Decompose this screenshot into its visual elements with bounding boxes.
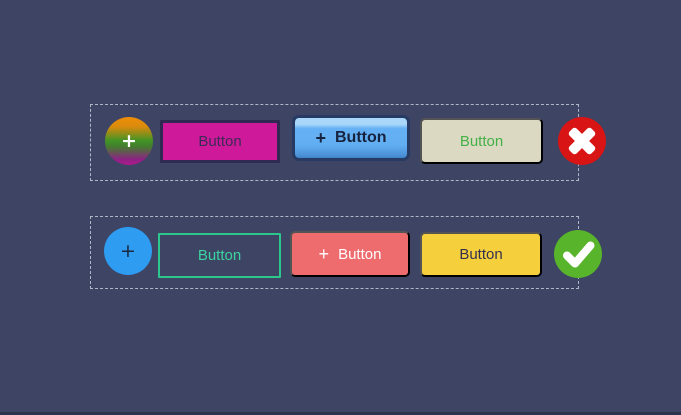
outline-button[interactable]: Button [158,233,281,278]
outline-button-label: Button [197,247,242,264]
beige-button-label: Button [459,132,504,150]
plus-icon: + [120,240,136,262]
error-badge [558,117,606,165]
magenta-button[interactable]: Button [160,120,280,163]
blue-fab-button[interactable]: + [104,227,152,275]
salmon-button[interactable]: + Button [290,231,410,277]
gradient-fab-button[interactable]: + [105,117,153,165]
plus-icon: + [121,130,137,152]
yellow-button[interactable]: Button [420,232,542,277]
yellow-button-label: Button [459,246,503,263]
salmon-button-label: Button [338,245,382,263]
check-mark-icon [563,241,595,268]
beige-button[interactable]: Button [420,118,543,164]
plus-icon: + [318,243,330,264]
glossy-blue-button-label: Button [334,129,387,146]
plus-icon: + [315,127,326,148]
magenta-button-label: Button [198,133,242,150]
glossy-blue-button[interactable]: + Button [292,115,410,161]
image-bottom-edge [0,412,681,415]
success-badge [554,230,602,278]
